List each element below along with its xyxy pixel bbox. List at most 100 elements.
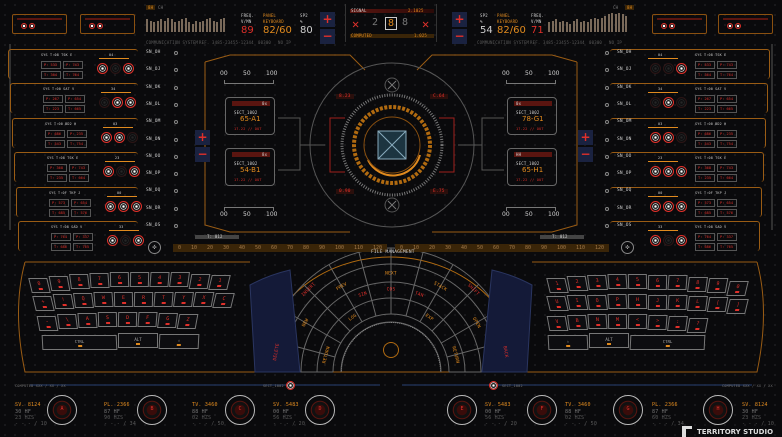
sensor-dot[interactable] [174,137,178,142]
status-light-toggle[interactable] [663,200,674,212]
status-light-toggle[interactable] [110,63,121,74]
sensor-dot[interactable] [605,85,609,90]
sensor-dot[interactable] [605,137,609,142]
sensor-dot[interactable] [605,224,609,228]
keyboard-key[interactable]: ALT [589,333,629,349]
sensor-dot[interactable] [605,206,609,211]
keyboard-key[interactable]: + [32,295,55,311]
keyboard-key[interactable]: 6 [109,271,130,287]
status-light-toggle[interactable] [663,97,674,109]
keyboard-key[interactable]: CTRL [629,335,706,351]
status-light-toggle[interactable] [120,235,131,246]
dial-gauge[interactable]: C [225,395,255,425]
keyboard-key[interactable]: W [93,292,114,308]
signal-digit[interactable]: 8 [385,17,398,30]
keyboard-key[interactable]: \ [57,314,78,330]
keyboard-key[interactable]: ] [726,298,749,314]
keyboard-key[interactable]: H [627,294,648,310]
keyboard-key[interactable]: 2 [566,276,589,292]
status-light-toggle[interactable] [676,166,687,178]
keyboard-key[interactable]: 3 [169,272,190,288]
keyboard-key[interactable]: K [667,295,688,311]
status-light-toggle[interactable] [676,235,687,246]
status-light-toggle[interactable] [127,131,138,143]
status-light-toggle[interactable] [650,97,661,109]
keyboard-key[interactable]: I [566,295,589,311]
zoom-out-button[interactable]: − [578,147,593,162]
sensor-dot[interactable] [605,51,609,55]
keyboard-key[interactable]: 5 [627,274,648,290]
status-light-toggle[interactable] [97,63,108,74]
keyboard-key[interactable]: 8 [687,276,708,292]
keyboard-key[interactable]: Y [173,291,194,307]
keyboard-key[interactable]: Z [176,313,199,329]
dial-gauge[interactable]: E [447,395,477,425]
status-light-toggle[interactable] [663,235,674,246]
sensor-dot[interactable] [174,85,178,90]
sensor-dot[interactable] [174,102,178,107]
dial-gauge[interactable]: F [527,395,557,425]
keyboard-key[interactable]: 5 [129,271,150,287]
target-button[interactable]: ✜ [621,241,634,254]
status-light-toggle[interactable] [107,235,118,246]
sensor-dot[interactable] [605,68,609,73]
dial-gauge[interactable]: A [47,395,77,425]
keyboard-key[interactable]: ⇧ [547,334,589,350]
status-light-toggle[interactable] [105,200,116,212]
keyboard-key[interactable]: G [157,312,178,328]
keyboard-key[interactable]: 4 [607,274,628,290]
status-light-toggle[interactable] [676,200,687,212]
keyboard-key[interactable]: C [212,293,235,309]
keyboard-key[interactable]: [ [706,297,729,313]
sensor-dot[interactable] [174,120,178,125]
keyboard-key[interactable]: 0 [28,277,51,293]
status-light-toggle[interactable] [118,200,129,212]
keyboard-key[interactable]: Q [73,293,94,309]
keyboard-key[interactable]: E [113,291,134,307]
sensor-dot[interactable] [605,172,609,177]
dial-gauge[interactable]: D [305,395,335,425]
dial-gauge[interactable]: B [137,395,167,425]
keyboard-key[interactable]: 1 [546,277,569,293]
status-light-toggle[interactable] [129,166,140,178]
zoom-out-button[interactable]: − [195,147,210,162]
sensor-dot[interactable] [174,224,178,228]
status-light-toggle[interactable] [663,63,674,74]
status-light-toggle[interactable] [650,63,661,74]
status-light-toggle[interactable] [101,131,112,143]
keyboard-key[interactable]: D [117,311,138,327]
radial-menu-item[interactable]: COS [386,287,396,293]
zoom-in-button[interactable]: + [195,130,210,145]
keyboard-key[interactable]: - [36,315,59,331]
channel-badge[interactable]: 8H [146,5,156,10]
keyboard-key[interactable]: V [546,315,569,331]
keyboard-key[interactable]: S [97,312,118,328]
status-light-toggle[interactable] [663,166,674,178]
keyboard-key[interactable]: 7 [89,272,110,288]
keyboard-key[interactable]: 0 [726,280,749,296]
status-light-toggle[interactable] [131,200,142,212]
keyboard-key[interactable]: 2 [188,273,211,289]
status-light-toggle[interactable] [650,235,661,246]
keyboard-key[interactable]: 4 [149,271,170,287]
keyboard-key[interactable]: O [587,294,608,310]
keyboard-key[interactable]: U [546,295,569,311]
status-light-toggle[interactable] [663,131,674,143]
keyboard-key[interactable]: ! [52,294,75,310]
keyboard-key[interactable]: : [667,316,688,332]
keyboard-key[interactable]: 7 [667,275,688,291]
sensor-dot[interactable] [605,102,609,107]
close-icon[interactable]: ✕ [422,17,430,31]
keyboard-key[interactable]: T [153,291,174,307]
status-light-toggle[interactable] [676,131,687,143]
footer-indicator[interactable] [489,381,498,390]
decrease-button[interactable]: − [452,29,467,44]
status-light-toggle[interactable] [103,166,114,178]
dial-gauge[interactable]: H [703,395,733,425]
status-light-toggle[interactable] [99,97,110,109]
keyboard-key[interactable]: 9 [48,275,71,291]
